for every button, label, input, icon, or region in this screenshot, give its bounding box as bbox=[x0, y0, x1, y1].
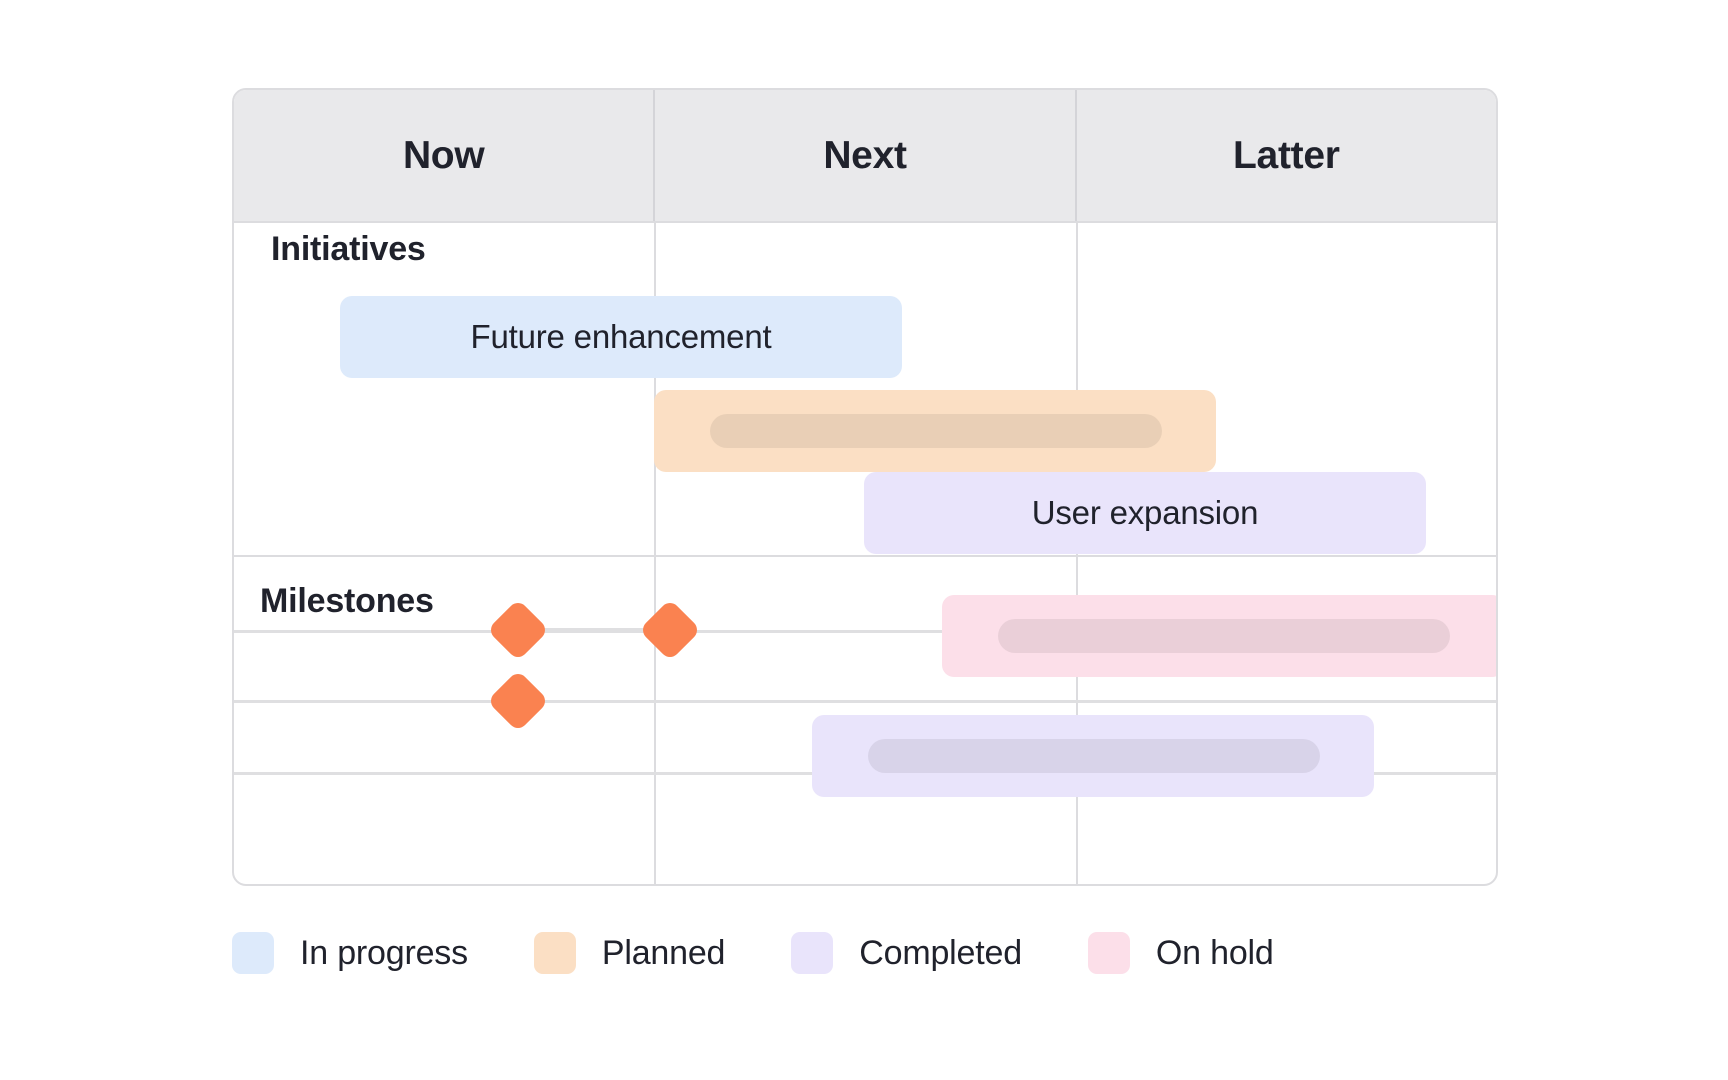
column-header-latter[interactable]: Latter bbox=[1074, 90, 1496, 221]
legend-label: On hold bbox=[1155, 933, 1274, 972]
column-header-next[interactable]: Next bbox=[653, 90, 1074, 221]
milestone-diamond-icon[interactable] bbox=[486, 669, 550, 733]
bar-skeleton-placeholder bbox=[710, 414, 1162, 448]
milestone-lane-line-2 bbox=[234, 700, 1496, 703]
legend-item-on-hold[interactable]: On hold bbox=[1087, 932, 1274, 974]
section-divider bbox=[234, 555, 1496, 557]
roadmap-header-row: Now Next Latter bbox=[234, 90, 1496, 223]
roadmap-bar-onhold-milestone[interactable] bbox=[942, 595, 1496, 677]
section-label-milestones: Milestones bbox=[260, 582, 434, 620]
roadmap-bar-label: Future enhancement bbox=[470, 318, 772, 355]
roadmap-bar-user-expansion[interactable]: User expansion bbox=[864, 472, 1426, 554]
roadmap-bar-future-enhancement[interactable]: Future enhancement bbox=[340, 296, 902, 378]
legend-swatch-planned bbox=[533, 932, 576, 974]
legend-item-planned[interactable]: Planned bbox=[533, 932, 726, 974]
roadmap-bar-planned-initiative[interactable] bbox=[654, 390, 1216, 472]
legend-label: Planned bbox=[601, 933, 726, 972]
roadmap-bar-label: User expansion bbox=[1031, 494, 1259, 531]
legend-swatch-completed bbox=[791, 932, 834, 974]
bar-skeleton-placeholder bbox=[868, 739, 1320, 773]
milestone-lane-line-1 bbox=[234, 630, 1496, 633]
section-label-initiatives: Initiatives bbox=[271, 230, 426, 268]
roadmap-card: Now Next Latter Initiatives Milestones F… bbox=[232, 88, 1498, 886]
legend-item-completed[interactable]: Completed bbox=[791, 932, 1022, 974]
column-header-now[interactable]: Now bbox=[402, 133, 485, 177]
legend-label: In progress bbox=[300, 933, 468, 972]
legend-label: Completed bbox=[859, 933, 1022, 972]
legend-swatch-on-hold bbox=[1087, 932, 1130, 974]
roadmap-bar-completed-milestone[interactable] bbox=[812, 715, 1374, 797]
milestone-diamond-icon[interactable] bbox=[486, 598, 550, 662]
milestone-connector-line bbox=[518, 628, 678, 631]
legend-item-in-progress[interactable]: In progress bbox=[232, 932, 468, 974]
milestone-diamond-icon[interactable] bbox=[638, 598, 702, 662]
legend: In progress Planned Completed On hold bbox=[232, 932, 1274, 974]
legend-swatch-in-progress bbox=[232, 932, 274, 974]
bar-skeleton-placeholder bbox=[998, 619, 1450, 653]
